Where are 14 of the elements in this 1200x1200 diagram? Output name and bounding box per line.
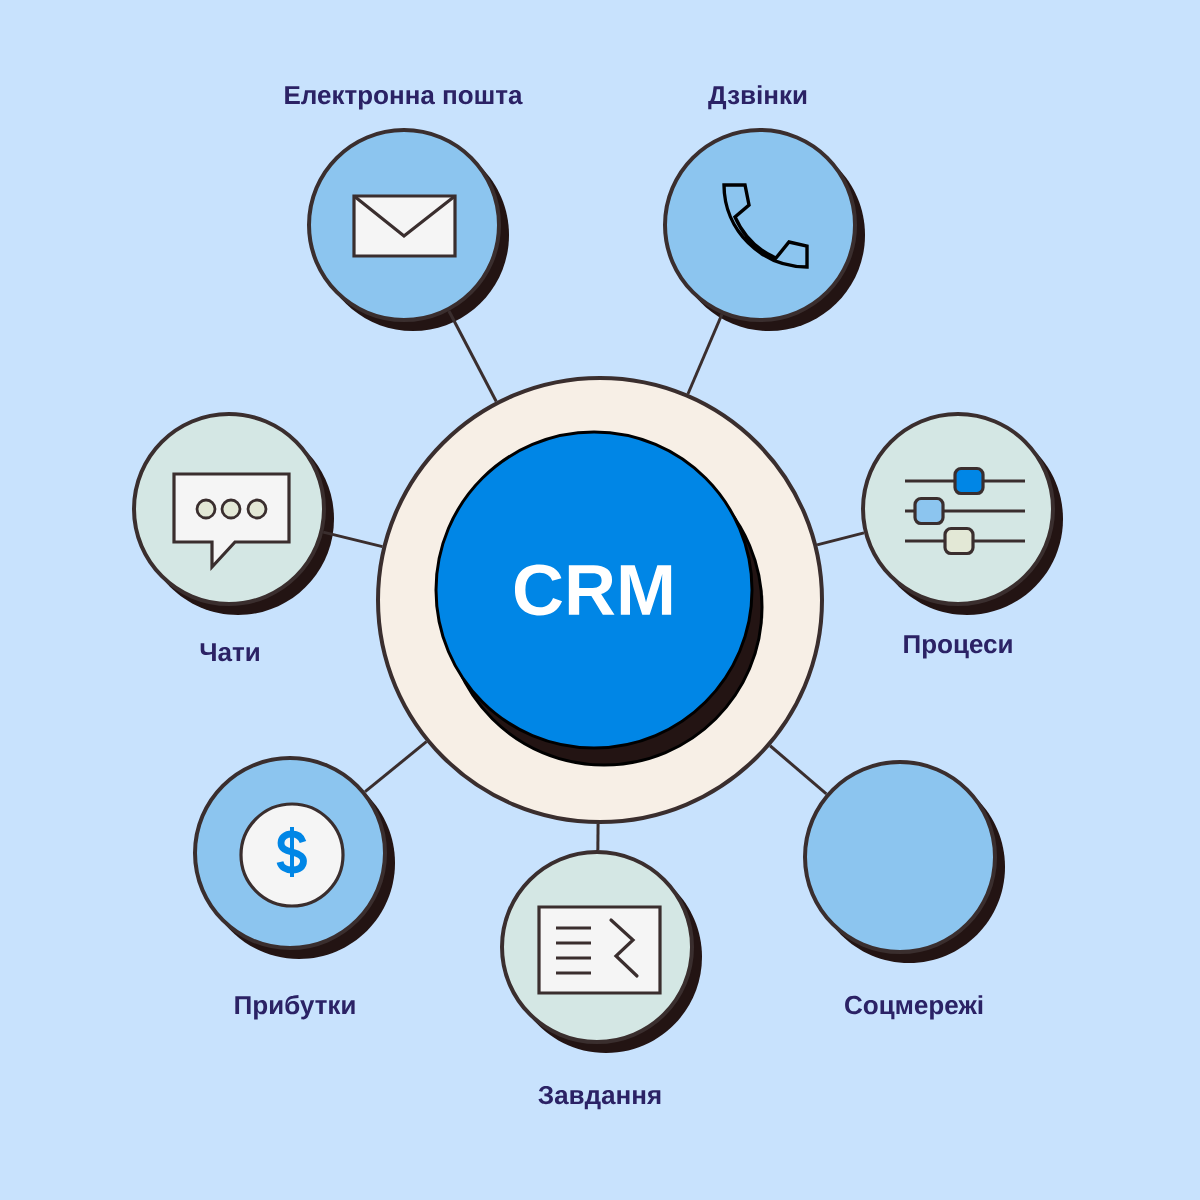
connector-line [596,824,600,851]
connector-line [686,313,724,395]
circle-label: Прибутки [235,994,355,1020]
circle-label: Електронна пошта [285,86,523,110]
connector-line [364,740,428,793]
circle-label: Завдання [538,1085,661,1110]
circle-label: Чати [200,643,259,662]
circle-label: Процеси [904,635,1012,659]
connector-line [816,531,865,547]
connector-line [769,744,828,796]
connector-line [322,530,383,549]
circle-label: Соцмережі [845,995,983,1020]
connector-line [447,310,498,403]
circle-label: Дзвінки [708,85,807,110]
